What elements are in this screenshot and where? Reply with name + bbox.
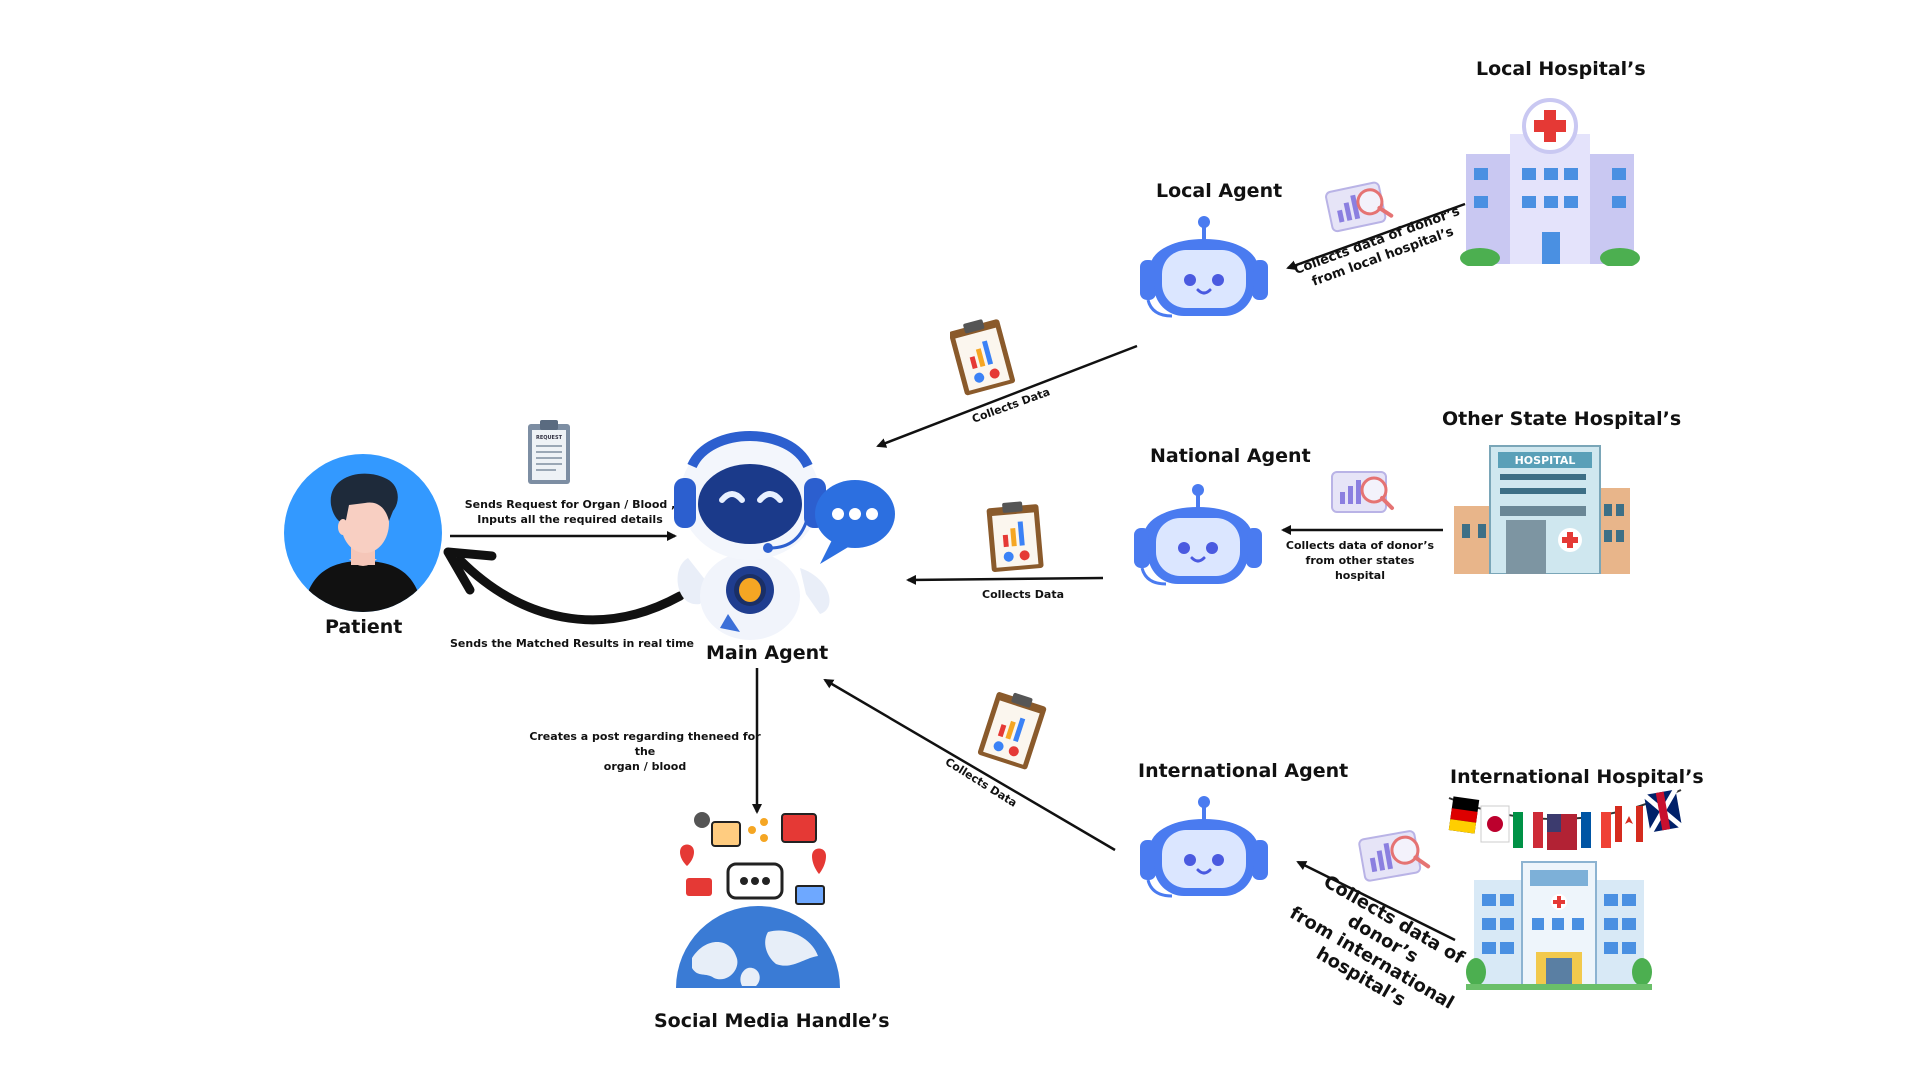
post-edge-label: Creates a post regarding theneed for the… xyxy=(529,730,761,773)
other-state-hospitals-label: Other State Hospital’s xyxy=(1442,408,1682,430)
international-agent-label: International Agent xyxy=(1138,760,1349,782)
other-state-hospital-building-icon: HOSPITAL xyxy=(1454,445,1630,574)
arrow-national-agent-to-main xyxy=(906,574,1104,585)
local-agent-robot-icon xyxy=(1140,216,1268,318)
report-clipboard-icon xyxy=(986,501,1044,572)
international-agent-robot-icon xyxy=(1140,796,1268,898)
national-agent-robot-icon xyxy=(1134,484,1262,586)
arrow-intl-hospital-to-agent xyxy=(1296,860,1456,942)
results-edge-label: Sends the Matched Results in real time xyxy=(450,637,694,650)
report-clipboard-icon xyxy=(950,319,1016,396)
arrow-local-hospital-to-agent xyxy=(1286,202,1466,270)
national-agent-label: National Agent xyxy=(1150,445,1311,467)
analytics-magnifier-icon xyxy=(1358,830,1431,882)
analytics-magnifier-icon xyxy=(1331,471,1394,513)
social-media-globe-icon xyxy=(676,812,840,988)
arrow-intl-agent-to-main xyxy=(823,678,1116,852)
local-agent-label: Local Agent xyxy=(1156,180,1283,202)
local-hospital-building-icon xyxy=(1460,98,1640,266)
request-edge-label: Sends Request for Organ / Blood ,Inputs … xyxy=(464,498,676,526)
patient-avatar-icon xyxy=(284,454,442,612)
collects-data-national-label: Collects Data xyxy=(982,588,1065,601)
analytics-magnifier-icon xyxy=(1325,181,1394,233)
international-hospitals-label: International Hospital’s xyxy=(1450,766,1704,788)
clipboard-tag: REQUEST xyxy=(536,435,563,441)
hospital-sign: HOSPITAL xyxy=(1515,454,1576,467)
patient-label: Patient xyxy=(325,616,403,638)
main-agent-robot-icon xyxy=(674,431,895,640)
local-hospitals-label: Local Hospital’s xyxy=(1476,58,1646,80)
social-media-label: Social Media Handle’s xyxy=(654,1010,890,1032)
arrow-main-to-patient xyxy=(455,555,685,625)
request-clipboard-icon: REQUEST xyxy=(528,420,570,484)
main-agent-label: Main Agent xyxy=(706,642,829,664)
world-flags-garland-icon xyxy=(1448,788,1684,850)
arrow-local-agent-to-main xyxy=(876,344,1138,448)
international-hospital-building-icon xyxy=(1466,861,1652,990)
report-clipboard-icon xyxy=(978,692,1047,770)
arrow-main-to-patient-head xyxy=(443,547,497,595)
